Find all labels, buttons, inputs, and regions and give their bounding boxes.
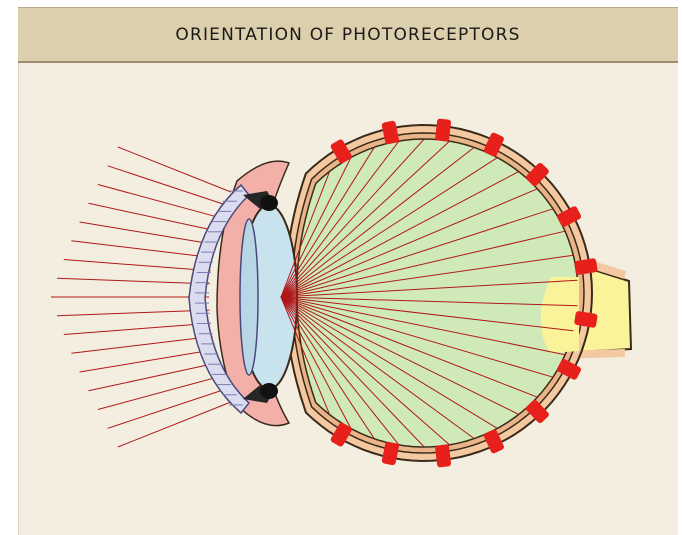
light-ray [57,310,209,316]
eye-diagram [19,63,679,535]
light-ray [108,389,227,428]
light-ray [71,241,212,258]
light-ray [64,260,211,271]
photoreceptor [435,118,451,141]
light-ray [80,350,216,373]
diagram-title: ORIENTATION OF PHOTORECEPTORS [175,25,520,45]
light-ray [118,147,231,192]
light-ray [118,402,231,447]
light-ray [57,278,209,284]
light-ray [80,222,216,245]
ciliary-body-upper [260,195,278,211]
light-ray [64,323,211,334]
light-ray [71,336,212,353]
light-ray [108,166,227,205]
optic-disc [541,277,579,353]
light-ray [98,376,222,410]
diagram-canvas [18,63,678,535]
light-ray [98,185,222,219]
title-bar: ORIENTATION OF PHOTORECEPTORS [18,7,678,63]
ciliary-body-lower [260,383,278,399]
lens-front-surface [240,219,258,375]
photoreceptor [435,444,451,467]
